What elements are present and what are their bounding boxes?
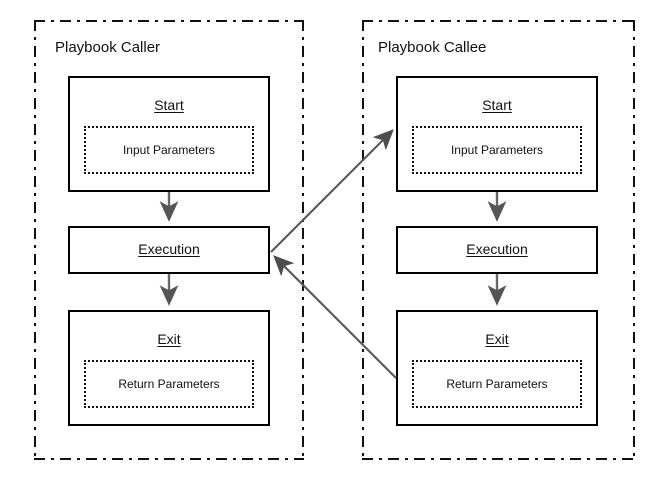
param-box-callee-exit: Return Parameters [412,360,582,408]
node-callee-start[interactable]: Start Input Parameters [396,76,598,192]
param-box-caller-exit: Return Parameters [84,360,254,408]
lane-title-caller: Playbook Caller [55,39,161,56]
node-caller-start[interactable]: Start Input Parameters [68,76,270,192]
lane-callee-right-edge [633,20,635,460]
arrow-call-return [273,255,397,379]
node-caller-exit[interactable]: Exit Return Parameters [68,310,270,426]
node-title-caller-start: Start [154,97,184,113]
lane-callee-bottom-edge [362,458,633,460]
param-label-callee-start: Input Parameters [450,143,544,157]
lane-title-callee: Playbook Callee [378,39,487,56]
param-box-callee-start: Input Parameters [412,126,582,174]
lane-caller-right-edge [302,20,304,460]
node-title-caller-exit: Exit [157,331,181,347]
arrow-call-invoke [270,129,394,253]
node-title-callee-exit: Exit [485,331,509,347]
node-title-caller-execution: Execution [138,241,200,257]
param-label-caller-start: Input Parameters [122,143,216,157]
lane-caller-bottom-edge [34,458,304,460]
node-callee-execution[interactable]: Execution [396,226,598,274]
lane-callee-left-edge [362,20,364,460]
param-box-caller-start: Input Parameters [84,126,254,174]
node-title-callee-start: Start [482,97,512,113]
node-callee-exit[interactable]: Exit Return Parameters [396,310,598,426]
node-title-callee-execution: Execution [466,241,528,257]
lane-caller-left-edge [34,20,36,460]
lane-caller-top-edge [34,20,304,22]
lane-callee-top-edge [362,20,633,22]
param-label-caller-exit: Return Parameters [118,377,220,391]
param-label-callee-exit: Return Parameters [446,377,548,391]
node-caller-execution[interactable]: Execution [68,226,270,274]
